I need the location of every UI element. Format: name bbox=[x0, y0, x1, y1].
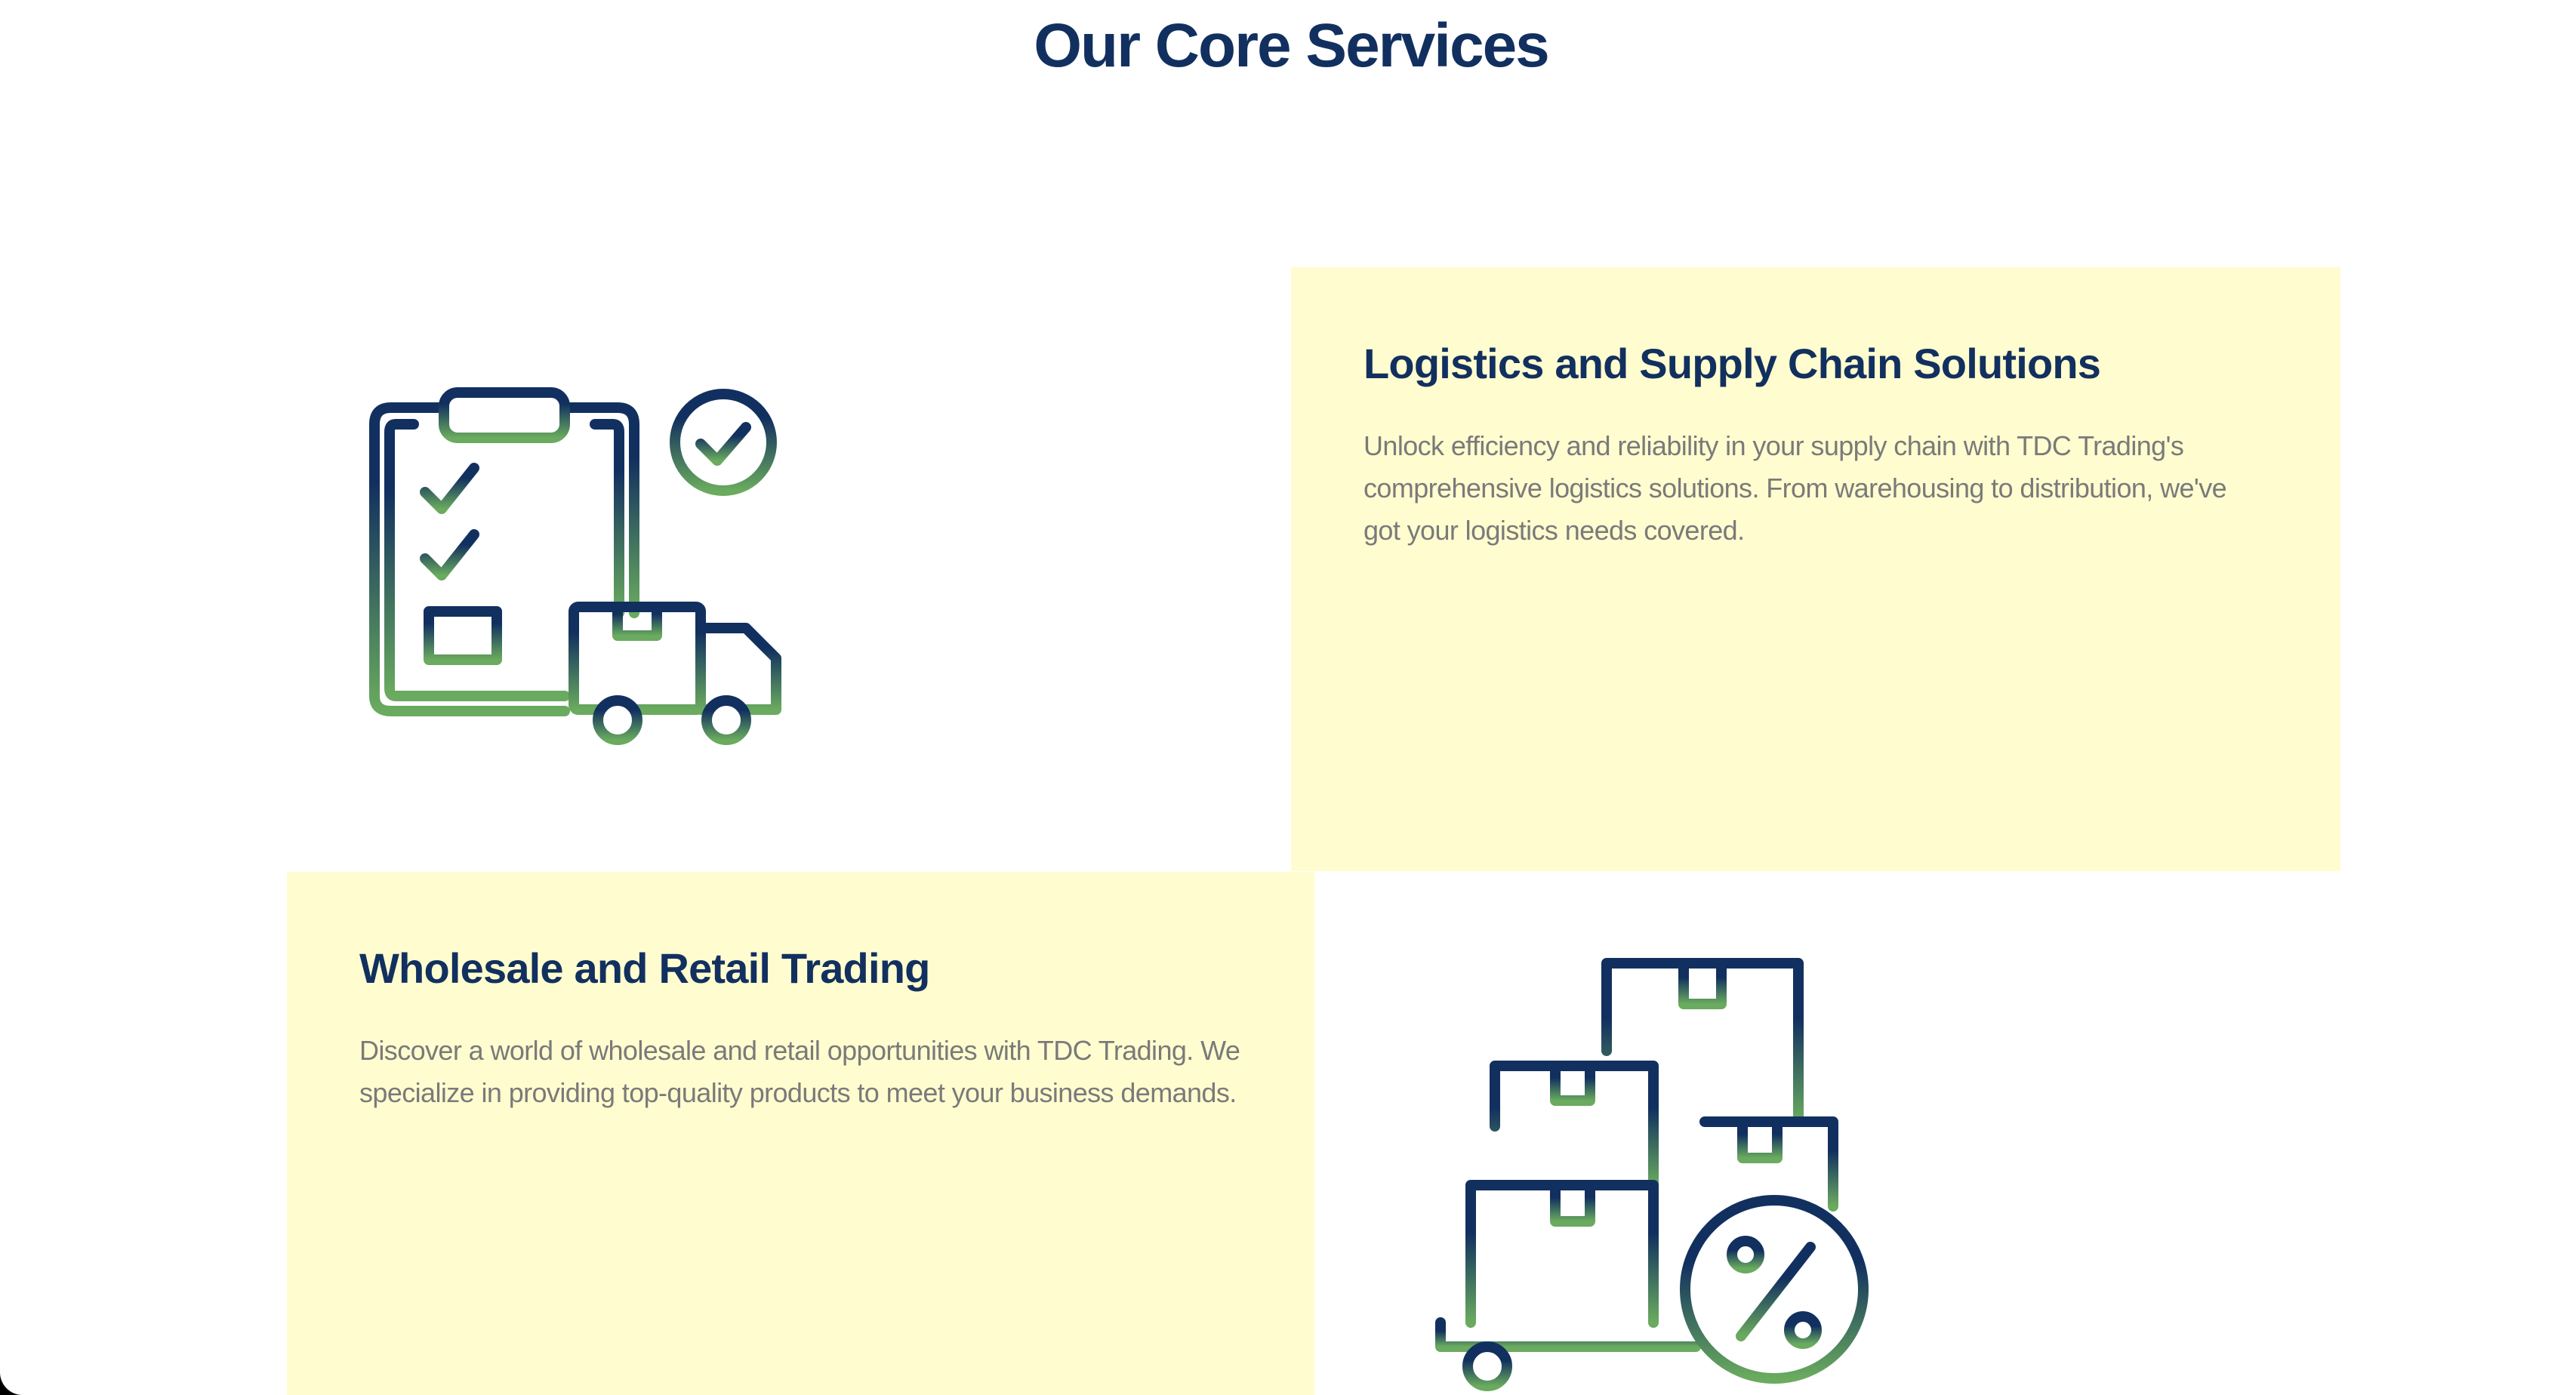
logistics-card-title: Logistics and Supply Chain Solutions bbox=[1363, 340, 2101, 387]
section-title: Our Core Services bbox=[1034, 11, 1550, 80]
wholesale-card-description: Discover a world of wholesale and retail… bbox=[359, 1035, 1240, 1109]
wholesale-card-title: Wholesale and Retail Trading bbox=[359, 944, 930, 992]
logistics-service-card: Logistics and Supply Chain Solutions Unl… bbox=[1291, 267, 2340, 871]
wholesale-service-card: Wholesale and Retail Trading Discover a … bbox=[287, 872, 1314, 1395]
boxes-discount-icon bbox=[1435, 958, 1869, 1391]
logistics-card-description: Unlock efficiency and reliability in you… bbox=[1363, 430, 2227, 547]
clipboard-truck-icon bbox=[369, 387, 790, 745]
